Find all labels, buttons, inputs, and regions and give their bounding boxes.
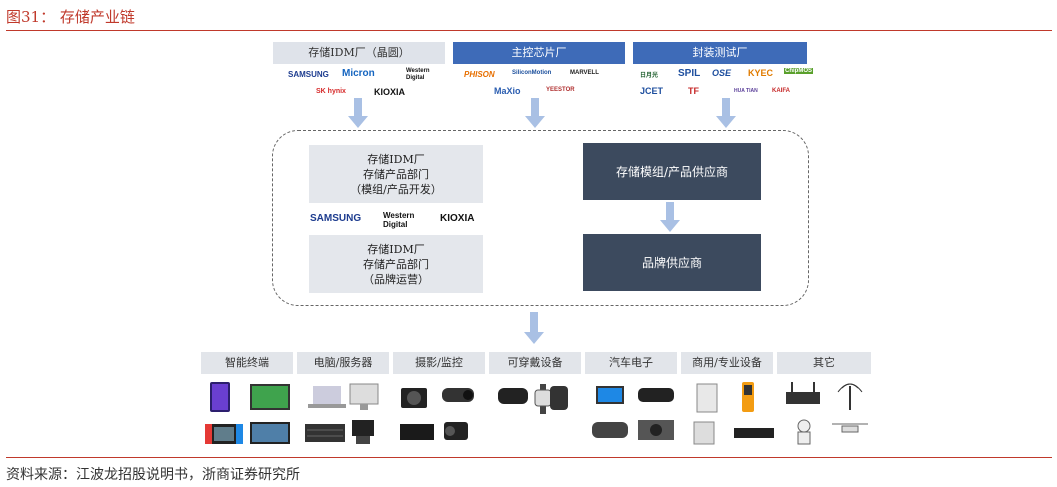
category-pc-server: 电脑/服务器 (297, 352, 389, 374)
dashcam-icon (592, 422, 628, 438)
category-smart-terminal: 智能终端 (201, 352, 293, 374)
tablet-icon (210, 382, 230, 412)
vr-headset-icon (498, 388, 528, 404)
router-box-icon (734, 428, 774, 438)
header-osat: 封装测试厂 (633, 42, 807, 64)
robot-icon (797, 419, 811, 445)
maxio-logo: MaXio (494, 86, 521, 96)
samsung-logo: SAMSUNG (288, 70, 329, 79)
desktop-pc-icon (349, 383, 379, 410)
idm-dept-1-line-3: （模组/产品开发） (350, 182, 442, 196)
idm-dept-brand-box: 存储IDM厂 存储产品部门 （品牌运营） (309, 235, 483, 293)
brand-supplier-box: 品牌供应商 (583, 234, 761, 291)
category-wearables: 可穿戴设备 (489, 352, 581, 374)
category-commercial-devices: 商用/专业设备 (681, 352, 773, 374)
kaifa-logo: KAIFA (772, 88, 790, 94)
kioxia-logo-mid: KIOXIA (440, 213, 475, 224)
device-images (205, 382, 868, 445)
laptop-icon (308, 386, 346, 408)
figure-title: 图31： 存储产业链 (6, 8, 135, 26)
category-auto-electronics: 汽车电子 (585, 352, 677, 374)
camcorder-icon (444, 422, 468, 440)
western-digital-logo: Western Digital (406, 68, 430, 81)
wifi-router-icon (786, 382, 820, 404)
game-console-icon (205, 424, 243, 444)
base-station-icon (837, 383, 863, 410)
drone-icon (832, 423, 868, 433)
monitor-icon (250, 384, 290, 410)
arrow-osat-down (716, 98, 736, 128)
kyec-logo: KYEC (748, 68, 774, 78)
dvr-icon (400, 424, 434, 440)
car-dashboard-icon (638, 420, 674, 440)
siliconmotion-logo: SiliconMotion (512, 70, 552, 76)
idm-dept-2-line-3: （品牌运营） (363, 272, 429, 286)
car-infotainment-icon (596, 386, 624, 404)
smartwatch-icon (534, 384, 568, 414)
arrow-controller-down (525, 98, 545, 128)
arrow-module-to-brand (660, 202, 680, 232)
bullet-camera-icon (442, 388, 474, 402)
footer-rule (6, 457, 1052, 458)
module-supplier-box: 存储模组/产品供应商 (583, 143, 761, 200)
pos-terminal-icon (352, 420, 374, 444)
category-others: 其它 (777, 352, 871, 374)
ose-logo: OSE (712, 68, 732, 78)
category-camera-surveillance: 摄影/监控 (393, 352, 485, 374)
car-mirror-icon (638, 388, 674, 402)
micron-logo: Micron (342, 68, 375, 79)
tf-logo: TF (688, 86, 699, 96)
title-rule (6, 30, 1052, 31)
skhynix-logo: SK hynix (316, 88, 346, 95)
arrow-idm-down (348, 98, 368, 128)
spil-logo: SPIL (678, 68, 701, 79)
header-idm-wafer: 存储IDM厂（晶圆） (273, 42, 445, 64)
idm-dept-2-line-2: 存储产品部门 (363, 257, 429, 271)
dslr-camera-icon (401, 388, 427, 408)
western-digital-logo-mid: Western Digital (383, 211, 415, 229)
yeestor-logo: YEESTOR (546, 87, 575, 93)
chipmos-logo: ChipMOS (784, 68, 813, 74)
huatian-logo: HUA TIAN (734, 88, 758, 94)
jcet-logo: JCET (640, 86, 664, 96)
idm-dept-module-box: 存储IDM厂 存储产品部门 （模组/产品开发） (309, 145, 483, 203)
samsung-logo-mid: SAMSUNG (310, 213, 362, 224)
phison-logo: PHISON (464, 70, 495, 79)
marvell-logo: MARVELL (570, 70, 599, 76)
ase-logo: 日月光 (640, 73, 659, 79)
server-icon (305, 424, 345, 442)
medical-device-icon (696, 383, 718, 413)
tv-icon (250, 422, 290, 444)
kioxia-logo: KIOXIA (374, 87, 406, 97)
handheld-pos-icon (742, 382, 754, 412)
header-controller: 主控芯片厂 (453, 42, 625, 64)
arrow-to-applications (524, 312, 544, 344)
idm-dept-1-line-2: 存储产品部门 (363, 167, 429, 181)
idm-dept-1-line-1: 存储IDM厂 (367, 152, 425, 166)
idm-dept-2-line-1: 存储IDM厂 (367, 242, 425, 256)
industry-core-container (272, 130, 809, 306)
ultrasound-icon (693, 421, 715, 445)
source-note: 资料来源：江波龙招股说明书，浙商证券研究所 (6, 467, 300, 483)
